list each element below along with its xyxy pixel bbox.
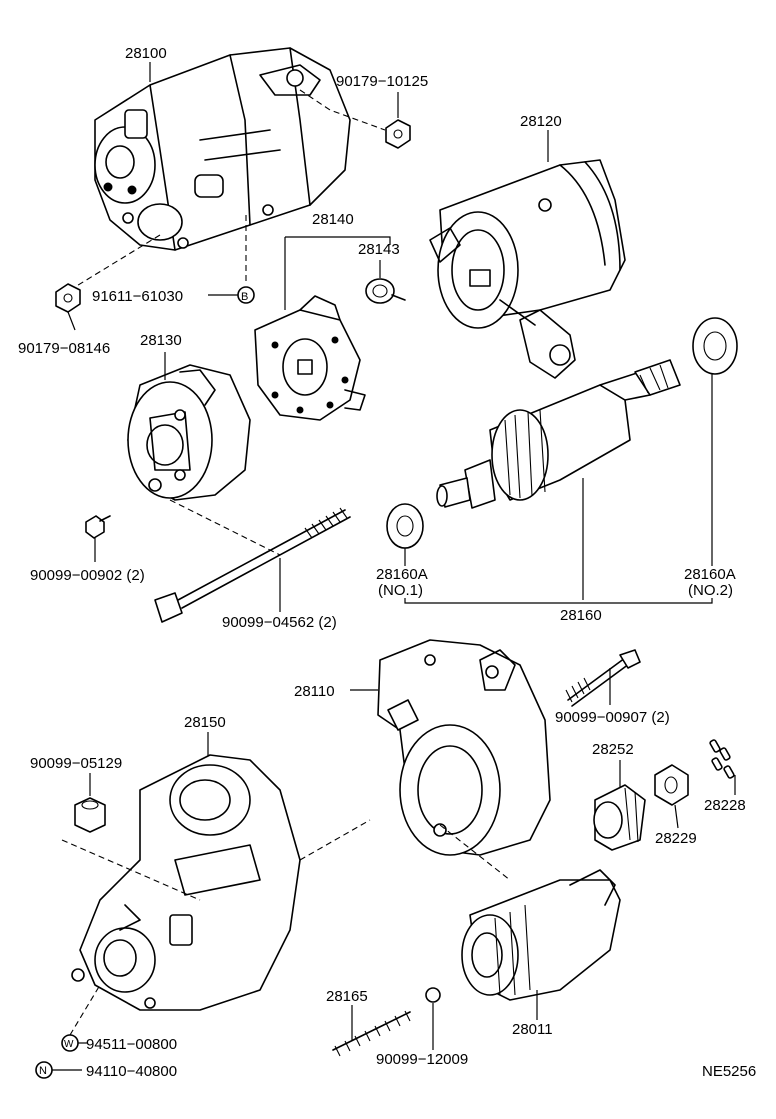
label-28160A-no1: 28160A: [376, 566, 428, 583]
leader-28140-top: [285, 236, 391, 245]
bearing-28160A-no2: [692, 317, 738, 375]
cap-90099-05129: [74, 797, 106, 833]
label-90099-00902: 90099−00902 (2): [30, 567, 145, 584]
label-28130: 28130: [140, 332, 182, 349]
rollers-28228: [709, 739, 735, 779]
label-90099-05129: 90099−05129: [30, 755, 122, 772]
leader-28160-bracket: [404, 598, 713, 604]
label-28140: 28140: [312, 211, 354, 228]
starter-clutch-28011: [461, 869, 621, 1001]
gear-28252: [593, 784, 646, 851]
label-28143: 28143: [358, 241, 400, 258]
spring-28165: [332, 1010, 411, 1057]
yoke-28120: [429, 159, 626, 379]
label-28160A-no1-sub: (NO.1): [378, 582, 423, 599]
label-94511-00800: 94511−00800: [86, 1036, 177, 1053]
label-28011: 28011: [512, 1021, 553, 1038]
label-28160A-no2: 28160A: [684, 566, 736, 583]
label-28160: 28160: [560, 607, 602, 624]
starter-assembly-28100: [94, 47, 351, 251]
leader-28229: [674, 804, 679, 829]
symbol-b-circle: [237, 286, 255, 304]
spring-28143: [365, 278, 406, 304]
dash-line-switch-2: [299, 819, 371, 861]
dash-line-nut-top: [299, 89, 386, 131]
dash-line-nut-left: [69, 234, 161, 291]
starter-housing-28110: [377, 639, 551, 856]
nut-90179-10125: [385, 119, 411, 149]
dash-line-through-bolt: [169, 499, 281, 556]
bolt-90099-00907: [565, 649, 641, 707]
label-28160A-no2-sub: (NO.2): [688, 582, 733, 599]
label-90099-12009: 90099−12009: [376, 1051, 468, 1068]
dash-line-w-marker: [69, 984, 101, 1036]
ball-90099-12009: [425, 987, 441, 1003]
label-90179-08146: 90179−08146: [18, 340, 110, 357]
label-28252: 28252: [592, 741, 634, 758]
label-94110-40800: 94110−40800: [86, 1063, 177, 1080]
screw-90099-00902: [85, 515, 111, 539]
diagram-code: NE5256: [702, 1063, 756, 1080]
nut-28229: [654, 764, 689, 806]
dash-line-switch-1: [61, 839, 201, 901]
label-28120: 28120: [520, 113, 562, 130]
label-28229: 28229: [655, 830, 697, 847]
label-90179-10125: 90179−10125: [336, 73, 428, 90]
label-28150: 28150: [184, 714, 226, 731]
label-28165: 28165: [326, 988, 368, 1005]
label-90099-00907: 90099−00907 (2): [555, 709, 670, 726]
end-frame-28130: [127, 364, 251, 501]
label-91611-61030: 91611−61030: [92, 288, 183, 305]
label-90099-04562: 90099−04562 (2): [222, 614, 337, 631]
brush-holder-28140: [254, 295, 366, 421]
label-28228: 28228: [704, 797, 746, 814]
bearing-28160A-no1: [386, 503, 424, 549]
leader-90179-08146: [67, 311, 76, 331]
through-bolt-90099-04562: [154, 507, 351, 623]
label-28110: 28110: [294, 683, 335, 700]
symbol-b-letter: B: [241, 291, 248, 303]
label-28100: 28100: [125, 45, 167, 62]
armature-28160: [436, 359, 681, 509]
symbol-w-letter: W: [64, 1039, 74, 1050]
nut-90179-08146: [55, 283, 81, 313]
magnetic-switch-28150: [71, 754, 301, 1011]
dash-line-clutch: [439, 824, 511, 881]
symbol-n-letter: N: [39, 1065, 47, 1077]
